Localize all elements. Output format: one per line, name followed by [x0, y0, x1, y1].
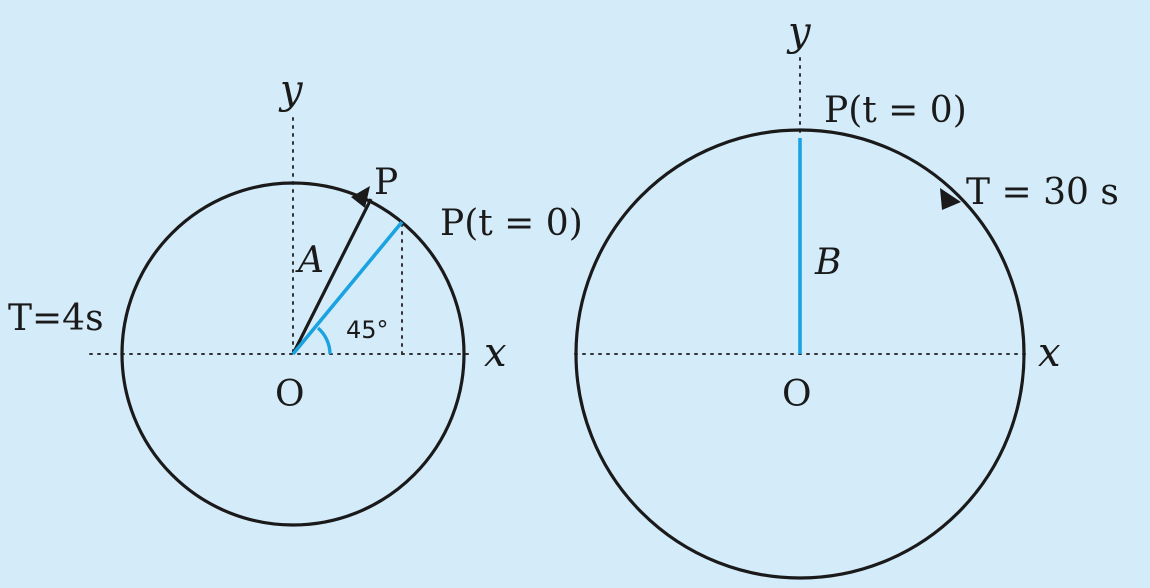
left-point-label: P — [374, 162, 398, 203]
left-period-label: T=4s — [8, 298, 104, 339]
right-y-axis-label: y — [786, 9, 812, 55]
left-radius-a — [291, 198, 373, 355]
left-angle-label: 45° — [346, 316, 389, 344]
right-reference-circle — [574, 128, 1026, 580]
left-radius-label: A — [295, 240, 324, 281]
left-origin-label: O — [275, 374, 305, 415]
right-diagram: y x O P(t = 0) B T = 30 s — [574, 9, 1119, 580]
right-radius-label: B — [814, 242, 841, 283]
left-reference-circle — [120, 181, 466, 527]
left-initial-radius — [291, 220, 404, 356]
left-x-axis-label: x — [484, 330, 507, 376]
left-angle-arc — [316, 326, 332, 355]
right-period-label: T = 30 s — [966, 172, 1119, 213]
right-x-axis-label: x — [1038, 330, 1061, 376]
left-y-axis-label: y — [278, 67, 304, 113]
right-direction-arrowhead — [940, 188, 961, 210]
left-direction-arrowhead — [351, 186, 370, 208]
left-start-label: P(t = 0) — [440, 203, 583, 244]
left-diagram: y x O P P(t = 0) A 45° T=4s — [8, 67, 583, 527]
right-origin-label: O — [782, 374, 812, 415]
right-start-label: P(t = 0) — [824, 90, 967, 131]
